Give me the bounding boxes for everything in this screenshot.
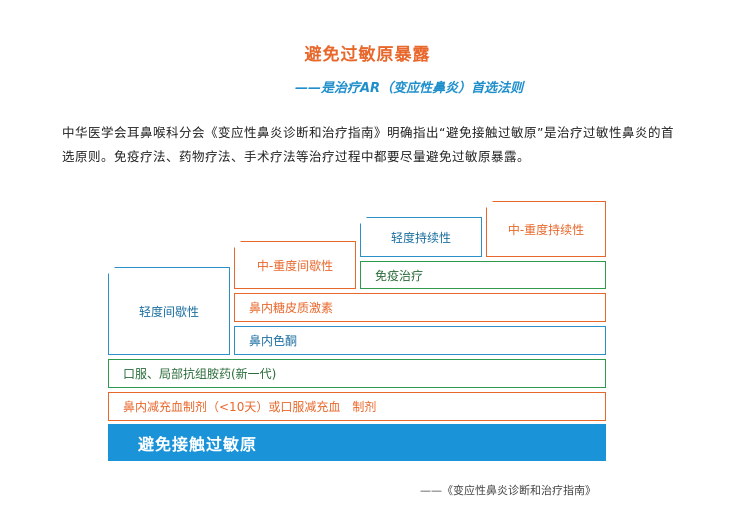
row-antihistamine: 口服、局部抗组胺药(新一代) — [108, 359, 606, 388]
source-citation: ——《变应性鼻炎诊断和治疗指南》 — [420, 484, 596, 497]
severity-moderate-intermittent: 中-重度间歇性 — [234, 241, 356, 289]
page-title: 避免过敏原暴露 — [304, 45, 431, 65]
severity-moderate-persistent: 中-重度持续性 — [486, 201, 606, 257]
row-decongestant: 鼻内减充血制剂（<10天）或口服减充血 制剂 — [108, 392, 606, 421]
row-nasal-steroid: 鼻内糖皮质激素 — [234, 293, 606, 322]
row-immunotherapy: 免疫治疗 — [360, 261, 606, 289]
row-avoid-allergen: 避免接触过敏原 — [108, 424, 606, 461]
severity-mild-persistent: 轻度持续性 — [360, 217, 482, 257]
page-subtitle: ——是治疗AR（变应性鼻炎）首选法则 — [295, 81, 524, 96]
severity-mild-intermittent: 轻度间歇性 — [108, 267, 230, 355]
row-nasal-cromone: 鼻内色酮 — [234, 326, 606, 355]
intro-paragraph: 中华医学会耳鼻喉科分会《变应性鼻炎诊断和治疗指南》明确指出“避免接触过敏原”是治… — [62, 125, 674, 164]
